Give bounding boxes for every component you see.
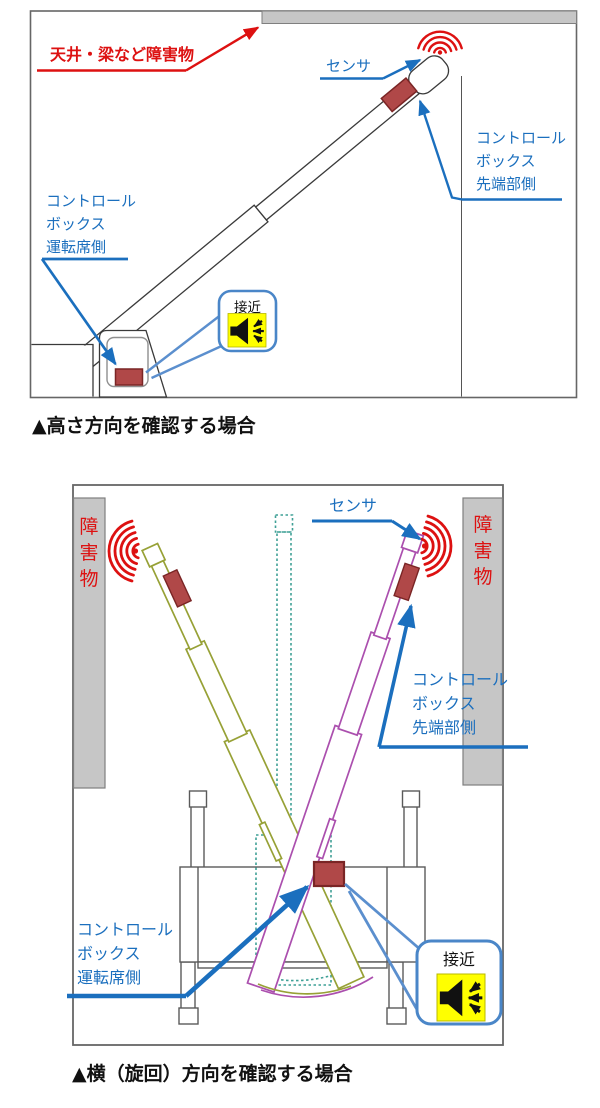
outrigger-post (190, 805, 205, 869)
sensor-waves-icon-right (420, 514, 453, 578)
control-box-driver-label: コントロール ボックス 運転席側 (77, 920, 174, 987)
control-box-tip-label: コントロール ボックス 先端部側 (476, 129, 567, 193)
approach-label: 接近 (234, 300, 261, 316)
ceiling-obstacle-label: 天井・梁など障害物 (50, 45, 195, 64)
label-leader-lines (40, 58, 562, 366)
outrigger-post (403, 805, 418, 869)
outrigger-post (180, 961, 196, 1010)
diagram1-height-check (29, 10, 578, 399)
truck-body (179, 866, 426, 963)
control-box-driver-side (114, 368, 144, 386)
sensor-label: センサ (329, 496, 378, 515)
boom-side-tab (315, 817, 337, 860)
obstacle-left-bar (72, 497, 106, 789)
swing-arc-right (260, 976, 374, 998)
label-leader-lines (67, 519, 528, 999)
tip-box-arrow (418, 99, 463, 201)
sensor-label: センサ (326, 57, 372, 75)
sensor-waves-icon (417, 30, 463, 55)
obstacle-left-label: 障 害 物 (79, 516, 99, 590)
driver-box-arrow (184, 884, 310, 998)
approach-label: 接近 (442, 950, 475, 969)
control-box-tip-label: コントロール ボックス 先端部側 (412, 670, 509, 737)
base-platform-fill (31, 345, 93, 397)
approach-balloon-tail (344, 882, 423, 1014)
outrigger-foot (188, 790, 208, 808)
tip-box-arrow (377, 603, 416, 748)
sensor-arrow (382, 58, 422, 80)
boom-tip-head (140, 542, 167, 569)
outrigger-post (388, 961, 404, 1010)
base-platform (31, 343, 94, 397)
crane-boom (72, 55, 450, 372)
obstacle-right-bar (462, 497, 504, 786)
sensor-arrow (391, 519, 422, 541)
control-box-driver-label: コントロール ボックス 運転席側 (46, 192, 137, 256)
diagram2-caption: ▲横（旋回）方向を確認する場合 (72, 1063, 353, 1085)
outrigger-foot (178, 1007, 199, 1025)
sensor-waves-icon-left (107, 519, 140, 583)
diagram2-swing-check (67, 484, 528, 1046)
outrigger-foot (386, 1007, 407, 1025)
driver-box-arrow (40, 258, 117, 366)
ceiling-obstacle-callout-lines (37, 26, 260, 72)
truck-rear-plate (197, 961, 388, 969)
crane-truck (178, 790, 426, 1025)
control-box-tip-side (380, 76, 418, 113)
diagram1-caption: ▲高さ方向を確認する場合 (32, 415, 256, 437)
approach-balloon-tail (145, 313, 227, 380)
boom-right-position (246, 529, 425, 994)
outrigger-foot (401, 790, 421, 808)
control-box-driver-side (312, 860, 346, 888)
ceiling-beam-obstacle (261, 10, 577, 24)
swing-arc-left (257, 983, 352, 995)
control-box-tip-side (393, 562, 421, 602)
control-box-tip-side (162, 568, 193, 608)
boom-side-tab (258, 821, 283, 863)
obstacle-right-label: 障 害 物 (473, 514, 493, 588)
